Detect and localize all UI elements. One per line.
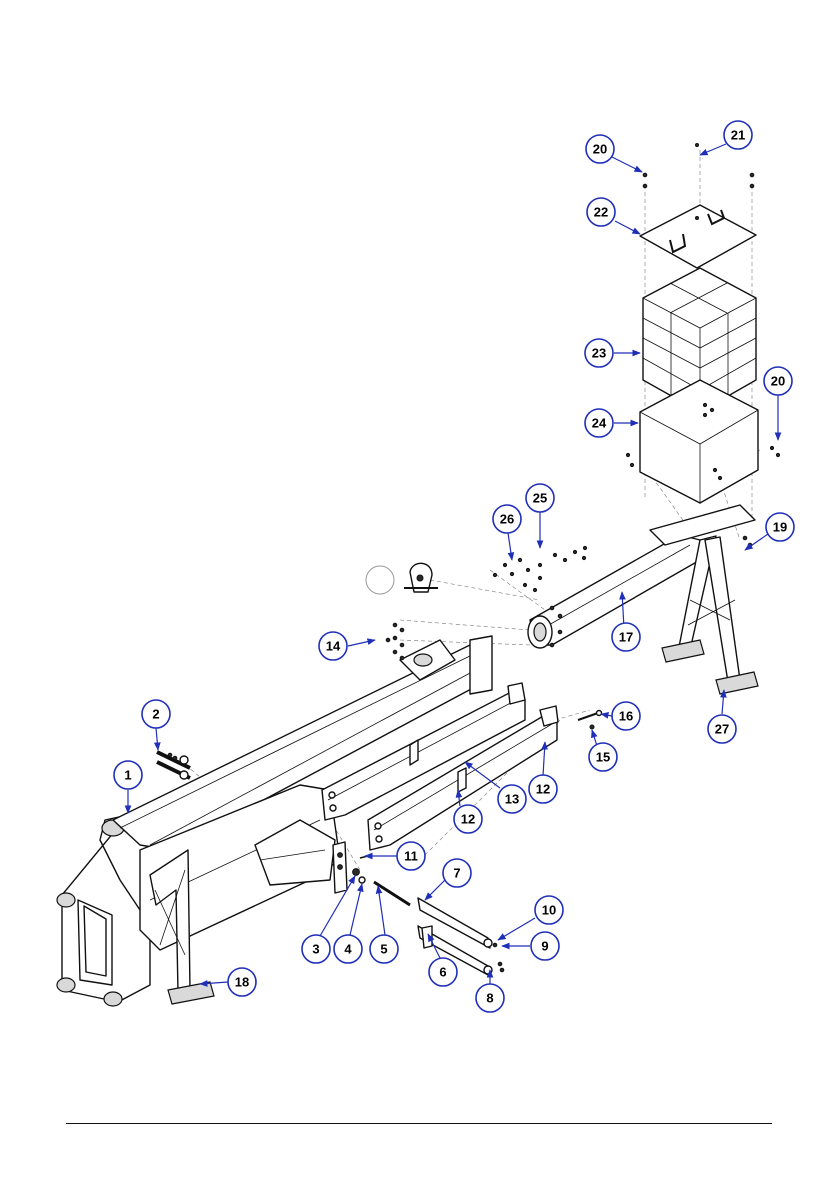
callout-14: 14 (319, 632, 347, 660)
bolts-part-25-26 (493, 546, 586, 591)
callout-22: 22 (587, 198, 615, 226)
svg-text:10: 10 (542, 903, 556, 918)
callout-8: 8 (476, 984, 504, 1012)
svg-text:6: 6 (439, 965, 446, 980)
svg-text:9: 9 (541, 939, 548, 954)
svg-text:18: 18 (235, 975, 249, 990)
rear-stand-part-27 (650, 505, 758, 694)
svg-text:27: 27 (715, 722, 729, 737)
svg-text:7: 7 (453, 866, 460, 881)
callout-13: 13 (498, 785, 526, 813)
svg-text:25: 25 (533, 491, 547, 506)
svg-text:12: 12 (461, 812, 475, 827)
svg-text:19: 19 (773, 520, 787, 535)
pin-part-15-16 (578, 711, 602, 730)
svg-text:1: 1 (124, 768, 131, 783)
svg-text:11: 11 (404, 849, 418, 864)
svg-text:12: 12 (536, 782, 550, 797)
callout-4: 4 (334, 935, 362, 963)
callout-25: 25 (526, 484, 554, 512)
callout-23: 23 (585, 339, 613, 367)
callout-10: 10 (535, 896, 563, 924)
callout-26: 26 (493, 505, 521, 533)
svg-text:26: 26 (500, 512, 514, 527)
svg-text:3: 3 (312, 942, 319, 957)
callout-24: 24 (585, 409, 613, 437)
shackle-hook (366, 563, 438, 594)
callout-11: 11 (397, 842, 425, 870)
weight-box-part-24 (626, 380, 779, 503)
svg-text:5: 5 (380, 942, 387, 957)
callout-12-a: 12 (529, 775, 557, 803)
svg-text:13: 13 (505, 792, 519, 807)
bolts-part-14 (386, 623, 404, 660)
callout-20-b: 20 (764, 367, 792, 395)
callout-3: 3 (302, 935, 330, 963)
svg-text:17: 17 (619, 630, 633, 645)
callout-16: 16 (612, 702, 640, 730)
svg-text:22: 22 (594, 205, 608, 220)
callout-17: 17 (612, 623, 640, 651)
callout-5: 5 (370, 935, 398, 963)
callout-19: 19 (766, 513, 794, 541)
svg-text:16: 16 (619, 709, 633, 724)
callout-12-b: 12 (454, 805, 482, 833)
svg-text:23: 23 (592, 346, 606, 361)
svg-text:24: 24 (592, 416, 607, 431)
svg-text:2: 2 (152, 707, 159, 722)
callout-20-a: 20 (586, 135, 614, 163)
svg-text:21: 21 (731, 128, 745, 143)
callout-9: 9 (531, 932, 559, 960)
svg-text:20: 20 (593, 142, 607, 157)
callout-7: 7 (443, 859, 471, 887)
footer-rule (66, 1123, 772, 1124)
callout-21: 21 (724, 121, 752, 149)
svg-text:15: 15 (596, 750, 610, 765)
callout-1: 1 (114, 761, 142, 789)
pin-set-part-2 (157, 752, 190, 779)
callout-2: 2 (142, 700, 170, 728)
cover-plate-part-22 (640, 144, 756, 269)
callout-27: 27 (708, 715, 736, 743)
callout-18: 18 (228, 968, 256, 996)
svg-text:14: 14 (326, 639, 341, 654)
svg-text:4: 4 (344, 942, 352, 957)
svg-text:20: 20 (771, 374, 785, 389)
svg-text:8: 8 (486, 991, 493, 1006)
callout-15: 15 (589, 743, 617, 771)
callout-6: 6 (429, 958, 457, 986)
